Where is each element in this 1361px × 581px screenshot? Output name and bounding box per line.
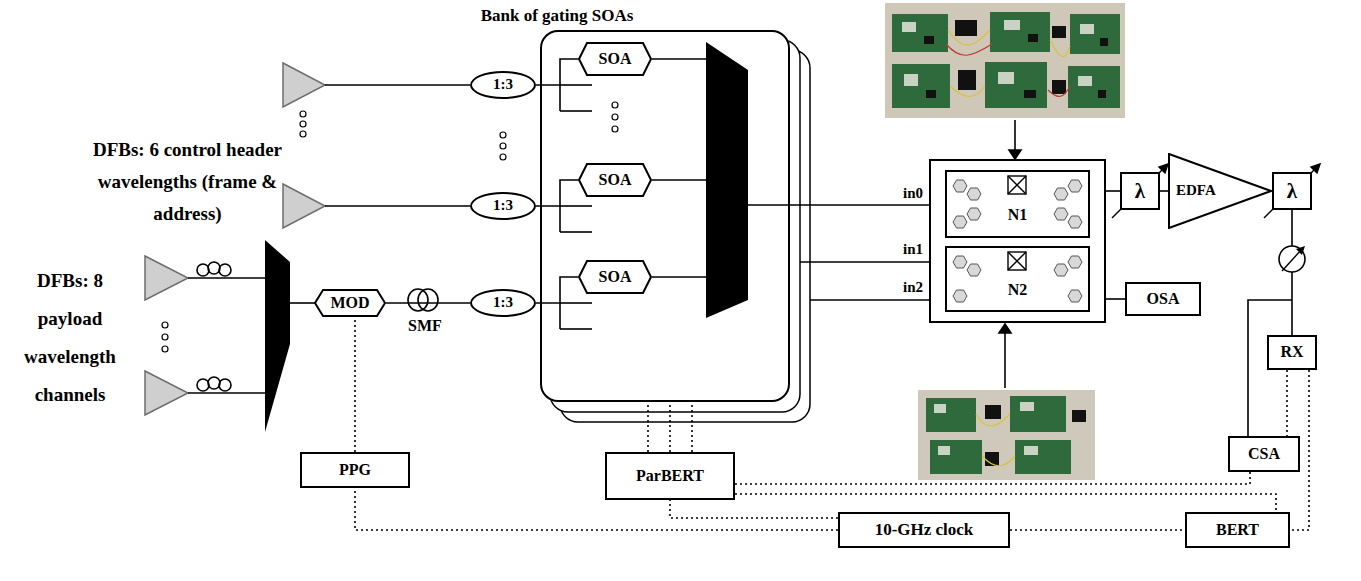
photo-boards	[918, 390, 1095, 480]
node-label: 10-GHz clock	[875, 520, 974, 540]
optical-connector	[386, 302, 470, 304]
wavelength-mux	[706, 42, 748, 318]
node-label: BERT	[1216, 521, 1259, 539]
optical-connector	[536, 59, 578, 85]
node-label: MOD	[330, 294, 369, 312]
receiver-box: RX	[1267, 335, 1317, 370]
splitter-ellipse: 1:3	[470, 71, 536, 99]
dfb-laser	[283, 63, 325, 107]
node-label: PPG	[339, 461, 371, 479]
node-label: λ	[1287, 179, 1297, 203]
dfb-laser	[145, 63, 325, 415]
dfb-laser	[145, 256, 188, 300]
instrument-box: BERT	[1185, 512, 1290, 548]
node-label: 1:3	[493, 76, 513, 93]
hexagon-tiles	[953, 180, 1082, 302]
switch-input-line	[748, 205, 930, 300]
electrical-connector	[735, 494, 1276, 512]
dotted-control-line	[648, 402, 692, 452]
electrical-connector	[735, 472, 1250, 484]
ellipsis-dots	[612, 102, 618, 132]
instrument-box: ParBERT	[605, 452, 735, 500]
instrument-box: CSA	[1228, 436, 1300, 472]
text-label: DFBs: 6 control header wavelengths (fram…	[90, 134, 285, 230]
node-label: CSA	[1248, 445, 1280, 463]
crossbar-symbol	[1008, 176, 1026, 270]
device-outline	[1169, 154, 1271, 228]
splitter-ellipse: 1:3	[470, 289, 536, 317]
soa-box: SOA	[578, 260, 652, 294]
clock-box: 10-GHz clock	[838, 512, 1010, 548]
attenuator-symbol	[1279, 246, 1305, 272]
node-label: OSA	[1147, 290, 1180, 308]
node-label: 1:3	[493, 197, 513, 214]
photo-arrow	[999, 120, 1021, 388]
optical-connector	[1160, 190, 1168, 192]
splitter-ellipse: 1:3	[470, 192, 536, 220]
polarization-controller	[197, 262, 231, 391]
soa-bank: Bank of gating SOAsSOASOASOA	[540, 30, 790, 402]
text-label: SMF	[396, 316, 454, 335]
node-label: SOA	[599, 171, 632, 189]
instrument-box: PPG	[300, 452, 410, 488]
switch-node: N1	[945, 170, 1090, 238]
soa-box: SOA	[578, 163, 652, 197]
node-label: SOA	[599, 268, 632, 286]
optical-connector	[536, 277, 578, 303]
text-label: in2	[896, 278, 930, 296]
electrical-connector	[670, 500, 838, 518]
electrical-connector	[354, 317, 356, 452]
text-label: DFBs: 8 payload wavelength channels	[10, 262, 130, 414]
optical-connector	[536, 180, 578, 206]
node-label: N1	[1008, 206, 1028, 224]
electrical-connector	[1010, 529, 1185, 531]
node-label: EDFA	[1176, 182, 1216, 199]
tunable-filter: λ	[1272, 172, 1312, 210]
electrical-connector	[1286, 370, 1288, 436]
photo-boards	[885, 3, 1125, 118]
switch-housing	[930, 160, 1105, 322]
dfb-laser	[283, 184, 325, 228]
soa-bank-layer	[540, 30, 810, 422]
device-outline	[579, 261, 651, 293]
fiber-line	[188, 85, 470, 393]
node-label: λ	[1135, 179, 1145, 203]
node-label: SOA	[599, 50, 632, 68]
dfb-laser	[145, 371, 188, 415]
fiber-line	[1105, 191, 1292, 436]
wavelength-mux	[265, 240, 290, 432]
node-label: RX	[1280, 343, 1303, 361]
device-outline	[315, 290, 385, 316]
text-label: in0	[896, 184, 930, 202]
device-outline	[579, 43, 651, 75]
switch-node: N2	[945, 246, 1090, 312]
osa-box: OSA	[1125, 282, 1201, 316]
splitter-branch	[560, 59, 706, 329]
modulator-box: MOD	[314, 289, 386, 317]
soa-box: SOA	[578, 42, 652, 76]
group-heading: Bank of gating SOAs	[457, 6, 657, 26]
node-label: ParBERT	[636, 467, 704, 485]
tunable-filter: λ	[1120, 172, 1160, 210]
edfa-amplifier: EDFA	[1168, 153, 1272, 229]
fiber-spool	[408, 289, 438, 311]
device-outline	[579, 164, 651, 196]
text-label: in1	[896, 240, 930, 258]
electrical-connector	[669, 402, 671, 452]
node-label: N2	[1008, 281, 1028, 299]
node-label: 1:3	[493, 294, 513, 311]
